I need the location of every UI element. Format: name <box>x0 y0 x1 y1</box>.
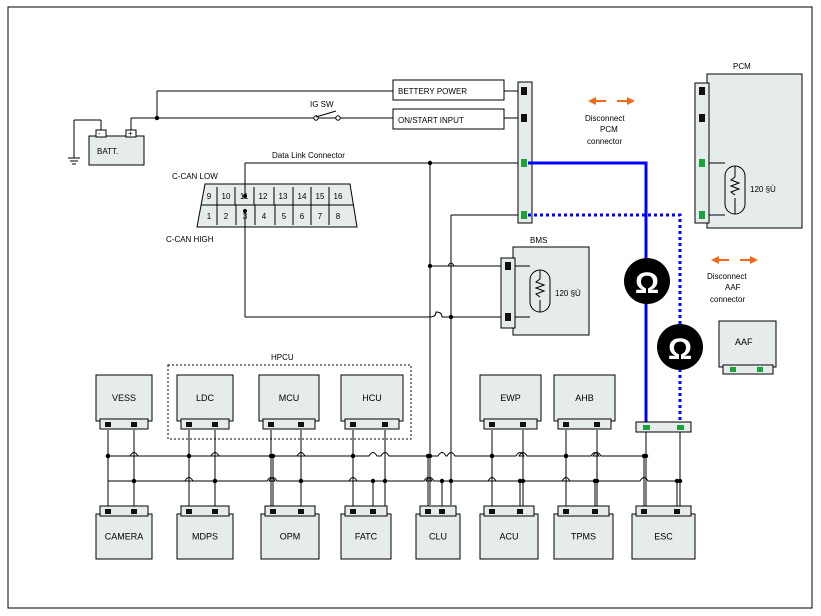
c-can-low-label: C-CAN LOW <box>172 172 218 181</box>
dlc-pin-13: 13 <box>279 192 288 201</box>
data-link-connector: Data Link Connector C-CAN LOW C-CAN HIGH… <box>166 151 358 244</box>
on-start-input-box <box>392 108 505 130</box>
bottom-module-acu: ACU <box>479 505 539 560</box>
bottom-label-camera: CAMERA <box>105 532 144 542</box>
battery-power-label: BETTERY POWER <box>398 87 467 96</box>
pcm-harness-connector <box>517 81 533 224</box>
top-label-ahb: AHB <box>575 393 594 403</box>
bms-label: BMS <box>530 236 547 245</box>
dlc-pin-5: 5 <box>282 212 287 221</box>
battery-label: BATT. <box>97 147 118 156</box>
pcm-connector <box>694 82 710 224</box>
top-module-ahb: AHB <box>553 374 616 430</box>
svg-text:Ω: Ω <box>635 267 659 300</box>
disconnect-pcm-note: Disconnect PCM connector <box>585 97 635 146</box>
bottom-box-esc <box>631 513 696 560</box>
dlc-pin-12: 12 <box>259 192 268 201</box>
bottom-label-tpms: TPMS <box>571 532 596 542</box>
bottom-label-mdps: MDPS <box>192 532 218 542</box>
bms-connector <box>500 257 516 329</box>
bottom-box-camera <box>95 513 153 560</box>
dlc-pin-4: 4 <box>262 212 267 221</box>
pcm-resistor-label: 120 §Ù <box>750 185 776 194</box>
dlc-pin-15: 15 <box>316 192 325 201</box>
power-section: - + BATT. IG SW BETTERY POWER ON/START I… <box>68 79 520 166</box>
bottom-module-opm: OPM <box>260 505 320 560</box>
dlc-pin-16: 16 <box>334 192 343 201</box>
battery-plus-sign: + <box>128 129 133 138</box>
bms-resistor-label: 120 §Ù <box>555 289 581 298</box>
pcm-label: PCM <box>733 62 751 71</box>
top-label-ewp: EWP <box>500 393 521 403</box>
top-module-vess: VESS <box>95 374 153 430</box>
battery-power-box <box>392 79 505 101</box>
bottom-box-opm <box>260 513 320 560</box>
dlc-pin-14: 14 <box>298 192 307 201</box>
top-box-ahb <box>553 374 616 422</box>
top-label-hcu: HCU <box>362 393 382 403</box>
battery-terminal-pos <box>125 129 137 138</box>
on-start-input-label: ON/START INPUT <box>398 116 464 125</box>
bottom-module-tpms: TPMS <box>553 505 614 560</box>
can-high-blue-solid <box>528 161 648 427</box>
pcm-module: PCM 120 §Ù <box>694 62 803 229</box>
dlc-label: Data Link Connector <box>272 151 345 160</box>
battery-minus-sign: - <box>98 129 101 138</box>
top-label-ldc: LDC <box>196 393 215 403</box>
esc-top-connector <box>635 421 692 433</box>
top-box-vess <box>95 374 153 422</box>
top-module-ldc: LDC <box>176 374 234 430</box>
dlc-pin-10: 10 <box>222 192 231 201</box>
top-box-ldc <box>176 374 234 422</box>
battery-body <box>88 135 145 166</box>
ohm-meter-badge-1: Ω <box>624 258 670 304</box>
top-label-vess: VESS <box>112 393 136 403</box>
dlc-pin-2: 2 <box>224 212 229 221</box>
ohm-meter-badge-2: Ω <box>657 324 703 370</box>
bottom-module-fatc: FATC <box>340 505 392 560</box>
disconnect-aaf-note: Disconnect AAF connector <box>707 256 758 304</box>
aaf-label: AAF <box>735 337 753 347</box>
bottom-box-clu <box>415 513 461 560</box>
bottom-label-acu: ACU <box>499 532 518 542</box>
dlc-pin-7: 7 <box>318 212 323 221</box>
aaf-module: AAF <box>718 320 777 375</box>
c-can-high-label: C-CAN HIGH <box>166 235 214 244</box>
top-box-ewp <box>479 374 542 422</box>
dlc-pin-6: 6 <box>300 212 305 221</box>
bottom-module-clu: CLU <box>415 505 461 560</box>
hpcu-label: HPCU <box>271 353 294 362</box>
dlc-pin-8: 8 <box>336 212 341 221</box>
can-low-blue-dotted <box>528 213 682 427</box>
bottom-label-fatc: FATC <box>355 532 378 542</box>
bottom-module-camera: CAMERA <box>95 505 153 560</box>
svg-text:Disconnect: Disconnect <box>707 272 747 281</box>
svg-text:AAF: AAF <box>725 283 741 292</box>
bottom-module-mdps: MDPS <box>176 505 234 560</box>
bms-box <box>512 246 590 336</box>
svg-text:connector: connector <box>587 137 622 146</box>
hpcu-group <box>167 364 412 440</box>
battery-terminal-neg <box>95 129 107 138</box>
svg-text:PCM: PCM <box>600 125 618 134</box>
dlc-pin-9: 9 <box>207 192 212 201</box>
bottom-label-clu: CLU <box>429 532 447 542</box>
svg-text:Disconnect: Disconnect <box>585 114 625 123</box>
pcm-box <box>706 73 803 229</box>
top-label-mcu: MCU <box>279 393 300 403</box>
bms-module: BMS 120 §Ù <box>500 236 590 336</box>
bottom-box-acu <box>479 513 539 560</box>
dlc-pin-1: 1 <box>207 212 212 221</box>
bottom-label-esc: ESC <box>654 532 673 542</box>
ig-switch-label: IG SW <box>310 100 334 109</box>
top-module-ewp: EWP <box>479 374 542 430</box>
bottom-module-esc: ESC <box>631 505 696 560</box>
bottom-label-opm: OPM <box>280 532 301 542</box>
svg-text:connector: connector <box>710 295 745 304</box>
svg-text:Ω: Ω <box>668 333 692 366</box>
top-module-hcu: HCU <box>340 374 404 430</box>
top-module-mcu: MCU <box>258 374 320 430</box>
